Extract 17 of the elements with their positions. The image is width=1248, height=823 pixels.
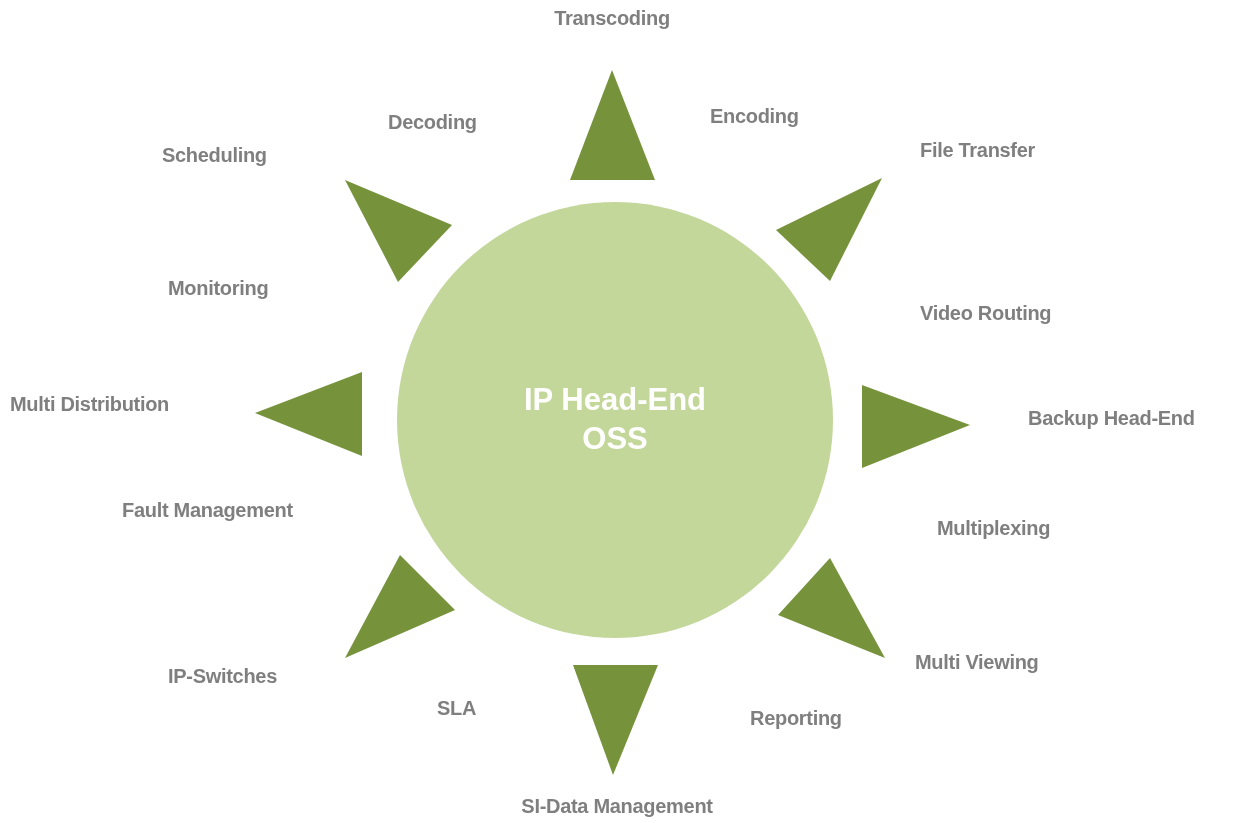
function-label: IP-Switches — [168, 664, 277, 688]
function-label: Monitoring — [168, 276, 269, 300]
function-label: Transcoding — [554, 6, 670, 30]
function-label: Backup Head-End — [1028, 406, 1195, 430]
hub-title: IP Head-End OSS — [523, 381, 707, 458]
function-label: SI-Data Management — [521, 794, 713, 818]
function-label: Scheduling — [162, 143, 267, 167]
function-label: Video Routing — [920, 301, 1052, 325]
function-label: Fault Management — [122, 498, 293, 522]
function-label: File Transfer — [920, 138, 1036, 162]
function-label: SLA — [437, 696, 477, 720]
function-label: Encoding — [710, 104, 799, 128]
function-label: Decoding — [388, 110, 477, 134]
function-label: Multi Viewing — [915, 650, 1039, 674]
function-label: Multi Distribution — [10, 392, 169, 416]
function-label: Reporting — [750, 706, 842, 730]
function-label: Multiplexing — [937, 516, 1051, 540]
